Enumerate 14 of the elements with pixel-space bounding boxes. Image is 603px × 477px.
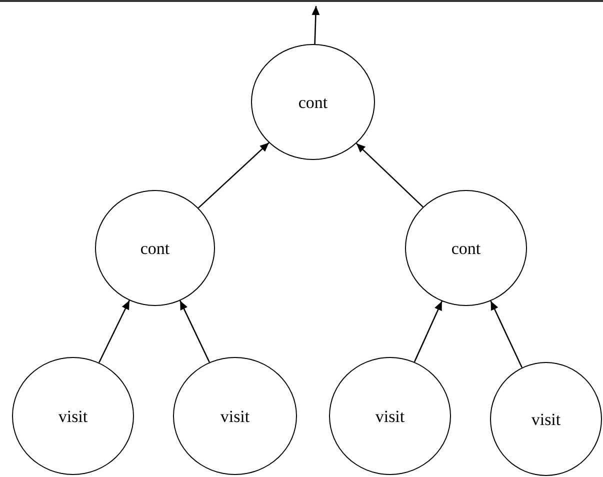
arrow	[180, 300, 210, 363]
arrow	[490, 300, 523, 368]
node-label: cont	[451, 240, 481, 256]
arrow	[312, 6, 320, 44]
node-label: visit	[220, 408, 250, 424]
node-label: visit	[58, 408, 88, 424]
arrow	[356, 142, 424, 208]
arrow	[98, 300, 130, 363]
arrow	[414, 301, 442, 362]
node-label: cont	[140, 240, 170, 256]
arrow	[198, 142, 270, 208]
node-label: visit	[531, 410, 561, 428]
node-label: cont	[298, 94, 328, 110]
node-label: visit	[375, 408, 405, 424]
